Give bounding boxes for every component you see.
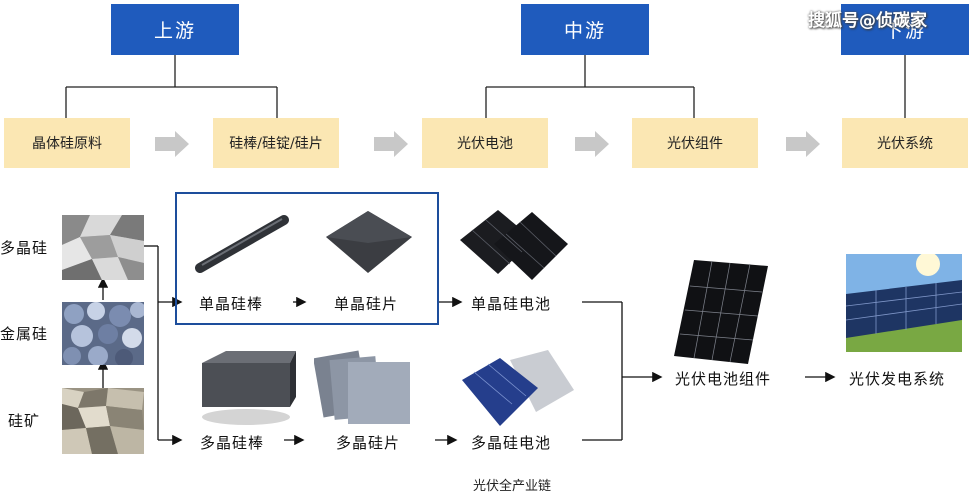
mono-cell-image	[460, 210, 568, 280]
metal-silicon-image	[62, 302, 144, 365]
stage-midstream-label: 中游	[563, 20, 606, 42]
diagram-caption: 光伏全产业链	[473, 479, 552, 494]
poly-ingot-image	[202, 351, 296, 425]
segment-wafer-label: 硅棒/硅锭/硅片	[229, 136, 323, 152]
segment-raw-material-label: 晶体硅原料	[32, 136, 102, 152]
segment-cell: 光伏电池	[422, 118, 548, 168]
segment-wafer: 硅棒/硅锭/硅片	[213, 118, 339, 168]
poly-ingot-label: 多晶硅棒	[200, 434, 265, 452]
mono-cell-label: 单晶硅电池	[471, 295, 552, 313]
pv-module-label: 光伏电池组件	[675, 370, 772, 388]
mono-rod-image	[195, 215, 289, 273]
segment-system-label: 光伏系统	[877, 136, 933, 152]
pv-system-label: 光伏发电系统	[849, 370, 946, 388]
mono-wafer-image	[326, 211, 412, 273]
stage-upstream-label: 上游	[153, 20, 196, 42]
stage-downstream-label: 下游	[883, 20, 926, 42]
polysilicon-image	[62, 215, 144, 280]
segment-system: 光伏系统	[842, 118, 968, 168]
silicon-ore-image	[62, 388, 144, 454]
stage-upstream: 上游	[111, 4, 239, 55]
segment-raw-material: 晶体硅原料	[4, 118, 130, 168]
pv-module-image	[674, 260, 768, 364]
pv-system-image	[846, 254, 962, 352]
segment-cell-label: 光伏电池	[457, 136, 513, 152]
stage-midstream: 中游	[521, 4, 649, 55]
poly-cell-image	[462, 350, 574, 426]
poly-wafer-image	[314, 350, 410, 424]
mono-wafer-label: 单晶硅片	[334, 295, 399, 313]
mono-rod-label: 单晶硅棒	[199, 295, 264, 313]
polysilicon-label: 多晶硅	[0, 239, 49, 257]
metal-silicon-label: 金属硅	[0, 325, 49, 343]
segment-module-label: 光伏组件	[667, 136, 723, 152]
stage-downstream: 下游	[841, 4, 969, 55]
poly-wafer-label: 多晶硅片	[336, 434, 401, 452]
poly-cell-label: 多晶硅电池	[471, 434, 552, 452]
silicon-ore-label: 硅矿	[8, 412, 41, 430]
watermark: 搜狐号@侦碳家	[808, 11, 927, 31]
segment-module: 光伏组件	[632, 118, 758, 168]
